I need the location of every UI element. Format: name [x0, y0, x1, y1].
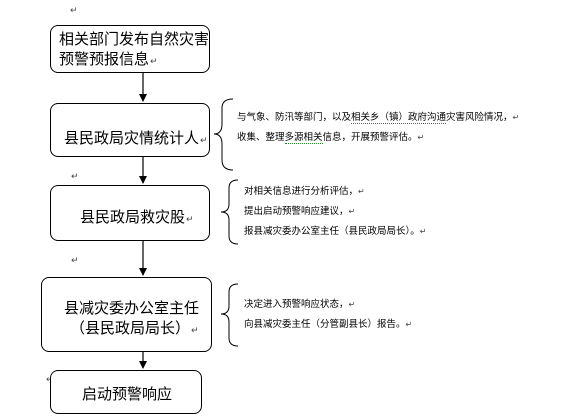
flow-step-3-text: 县民政局救灾股↵ [80, 207, 194, 230]
flow-step-1-text: 相关部门发布自然灾害 预警预报信息↵ [59, 29, 209, 72]
paragraph-mark: ↵ [71, 256, 79, 266]
paragraph-mark: ↵ [186, 215, 194, 225]
paragraph-mark: ↵ [358, 187, 365, 196]
paragraph-mark: ↵ [512, 113, 520, 122]
paragraph-mark: ↵ [46, 375, 54, 385]
paragraph-mark: ↵ [405, 320, 413, 329]
flow-step-5-text: 启动预警响应 [82, 384, 172, 404]
note-2-line-2: 提出启动预警响应建议， [244, 206, 349, 217]
note-3: 决定进入预警响应状态，↵ 向县减灾委主任（分管副县长）报告。↵ [244, 295, 412, 335]
flow-step-1-line-1: 相关部门发布自然灾害 [59, 30, 210, 48]
paragraph-mark: ↵ [348, 300, 356, 309]
note-2-line-1: 对相关信息进行分析评估， [244, 186, 359, 197]
brace-2 [220, 179, 239, 245]
note-1-line-2-part-2: 多源相关 [284, 132, 323, 144]
flow-step-3-box [50, 185, 210, 241]
note-1-line-1-part-2: 相关乡（镇）政府沟通 [351, 112, 447, 124]
note-3-line-1: 决定进入预警响应状态， [244, 299, 349, 310]
note-2-line-3: 报县减灾委办公室主任（县民政局局长）。 [244, 226, 420, 237]
note-1-line-2-part-1: 收集、整理 [237, 132, 285, 143]
paragraph-mark: ↵ [71, 172, 79, 182]
note-1-line-2-part-3: 信息，开展预警评估。 [322, 132, 418, 143]
paragraph-mark: ↵ [191, 326, 199, 336]
note-1-line-2: 收集、整理多源相关信息，开展预警评估。↵ [237, 128, 519, 148]
flow-step-4-line-1: 县减灾委办公室主任 [64, 299, 200, 317]
flow-step-4-text: 县减灾委办公室主任 （县民政局局长）↵ [64, 298, 199, 341]
flow-step-1-line-2: 预警预报信息 [59, 50, 150, 68]
flow-step-5-line-1: 启动预警响应 [82, 385, 173, 403]
brace-1 [213, 98, 234, 171]
flow-step-4-box [41, 277, 212, 352]
note-1-line-1-part-1: 与气象、防汛等部门，以及 [237, 112, 352, 123]
paragraph-mark: ↵ [70, 6, 78, 16]
brace-3 [220, 283, 239, 347]
flow-step-1-box [50, 25, 210, 73]
flow-step-4-line-2: （县民政局局长） [70, 319, 191, 337]
paragraph-mark: ↵ [150, 57, 158, 67]
note-1-line-1: 与气象、防汛等部门，以及相关乡（镇）政府沟通灾害风险情况，↵ [237, 108, 519, 128]
note-1-line-1-part-3: 灾害风险情况， [446, 112, 513, 123]
flow-step-5-box [50, 370, 202, 414]
paragraph-mark: ↵ [200, 136, 208, 146]
note-2: 对相关信息进行分析评估，↵ 提出启动预警响应建议，↵ 报县减灾委办公室主任（县民… [244, 182, 426, 242]
flow-step-3-line-1: 县民政局救灾股 [80, 208, 186, 226]
paragraph-mark: ↵ [419, 227, 427, 236]
flow-step-2-box [50, 103, 210, 157]
flow-step-2-text: 县民政局灾情统计人↵ [64, 128, 208, 151]
note-3-line-2: 向县减灾委主任（分管副县长）报告。 [244, 319, 406, 330]
flow-step-2-line-1: 县民政局灾情统计人 [64, 129, 200, 147]
note-1: 与气象、防汛等部门，以及相关乡（镇）政府沟通灾害风险情况，↵ 收集、整理多源相关… [237, 108, 519, 148]
paragraph-mark: ↵ [348, 207, 356, 216]
paragraph-mark: ↵ [417, 133, 425, 142]
